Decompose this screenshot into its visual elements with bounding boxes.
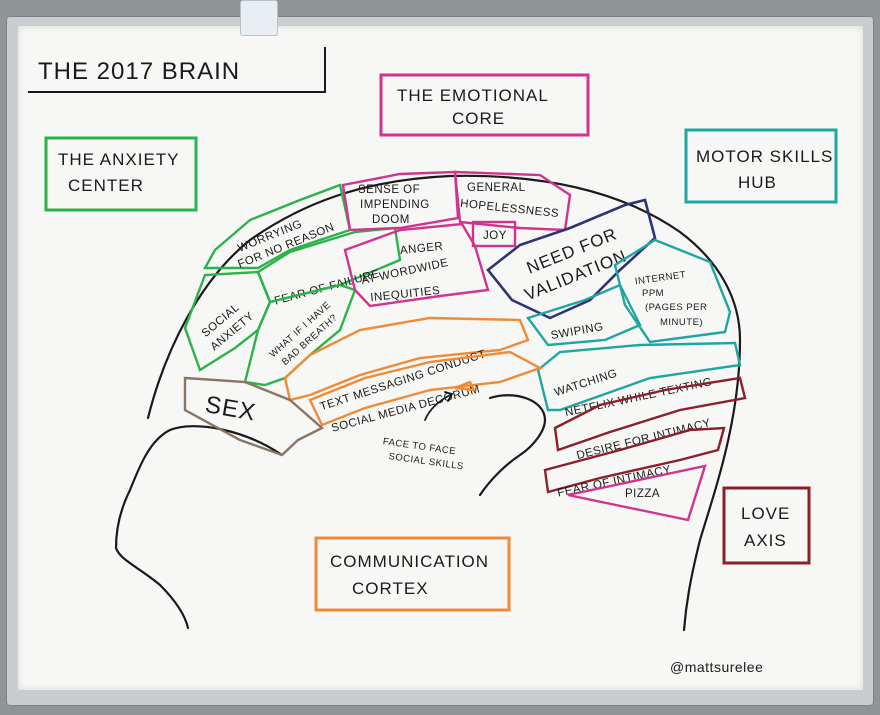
pizza-text: PIZZA bbox=[625, 488, 660, 500]
emotional-core-box bbox=[379, 73, 590, 137]
anger-line2: AT WORDWIDE bbox=[360, 257, 449, 287]
internet-line4: MINUTE) bbox=[660, 317, 703, 328]
joy-text: JOY bbox=[483, 230, 507, 242]
region-swiping bbox=[526, 283, 642, 347]
love-axis-box bbox=[722, 486, 811, 565]
impending-doom-line1: SENSE OF bbox=[358, 184, 420, 196]
mounting-clip bbox=[240, 0, 278, 36]
netflix-line1: WATCHING bbox=[553, 368, 619, 400]
region-need-for-validation bbox=[486, 198, 657, 320]
hopelessness-line2: HOPELESSNESS bbox=[460, 198, 560, 220]
motor-skills-box bbox=[684, 128, 838, 204]
region-worrying bbox=[202, 183, 352, 270]
internet-line2: PPM bbox=[642, 288, 664, 299]
region-desire-intimacy bbox=[553, 376, 747, 452]
title-text: THE 2017 BRAIN bbox=[38, 58, 240, 85]
region-sex bbox=[183, 376, 325, 457]
region-impending-doom bbox=[341, 170, 460, 232]
internet-line3: (PAGES PER bbox=[645, 302, 707, 313]
swiping-text: SWIPING bbox=[550, 321, 605, 342]
anxiety-center-line1: THE ANXIETY bbox=[58, 150, 180, 169]
anxiety-center-box bbox=[44, 136, 198, 212]
region-bad-breath bbox=[243, 283, 357, 387]
region-joy bbox=[471, 220, 517, 248]
impending-doom-line3: DOOM bbox=[372, 214, 410, 226]
region-netflix-texting bbox=[536, 341, 742, 412]
emotional-core-line2: CORE bbox=[452, 109, 505, 128]
region-text-messaging bbox=[283, 316, 530, 402]
title-box bbox=[28, 47, 326, 93]
region-anger bbox=[343, 222, 490, 308]
emotional-core-line1: THE EMOTIONAL bbox=[397, 86, 549, 105]
region-fear-intimacy bbox=[543, 426, 726, 494]
region-internet-ppm bbox=[613, 238, 732, 344]
communication-cortex-line1: COMMUNICATION bbox=[330, 552, 489, 571]
motor-skills-line1: MOTOR SKILLS bbox=[696, 147, 833, 166]
face-to-face-region bbox=[454, 380, 477, 392]
anger-line1: ANGER bbox=[399, 241, 443, 257]
annotation-arrow bbox=[424, 391, 454, 421]
sex-text: SEX bbox=[203, 391, 258, 426]
hopelessness-line1: GENERAL bbox=[467, 182, 526, 194]
communication-cortex-box bbox=[314, 536, 511, 612]
anxiety-center-line2: CENTER bbox=[68, 176, 144, 195]
love-axis-line1: LOVE bbox=[741, 504, 790, 523]
region-social-media bbox=[308, 350, 543, 427]
impending-doom-line2: IMPENDING bbox=[360, 199, 430, 211]
communication-cortex-line2: CORTEX bbox=[352, 579, 429, 598]
head-outline bbox=[114, 174, 742, 632]
internet-line1: INTERNET bbox=[634, 269, 687, 287]
motor-skills-line2: HUB bbox=[738, 173, 777, 192]
region-pizza bbox=[567, 464, 707, 522]
love-axis-line2: AXIS bbox=[744, 531, 787, 550]
signature-text: @mattsurelee bbox=[670, 659, 763, 675]
